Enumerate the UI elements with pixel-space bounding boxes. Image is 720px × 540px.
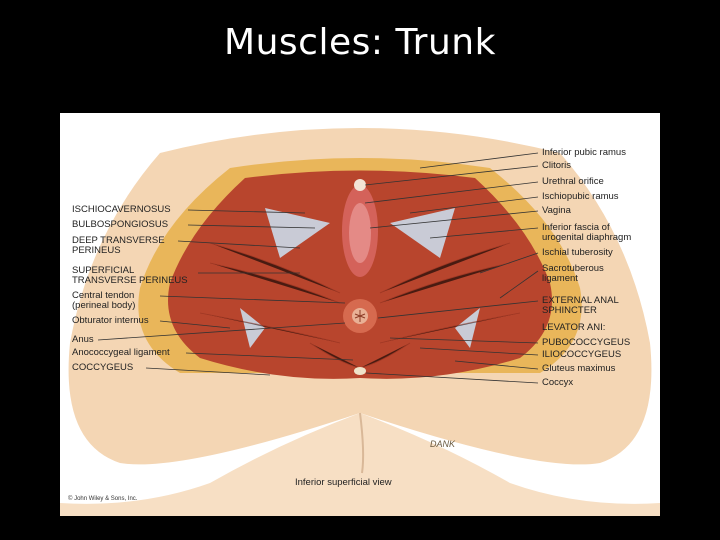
label-external-anal-sphincter: EXTERNAL ANAL SPHINCTER — [542, 295, 619, 316]
label-inferior-pubic-ramus: Inferior pubic ramus — [542, 147, 626, 158]
label-bulbospongiosus: BULBOSPONGIOSUS — [72, 219, 169, 230]
label-ischiopubic-ramus: Ischiopubic ramus — [542, 191, 619, 202]
label-clitoris: Clitoris — [542, 160, 572, 171]
illustrator-signature: DANK — [430, 439, 456, 449]
label-anococcygeal-ligament: Anococcygeal ligament — [72, 347, 170, 358]
label-iliococcygeus: ILIOCOCCYGEUS — [542, 349, 622, 360]
label-anus: Anus — [72, 334, 94, 345]
anatomy-figure: ISCHIOCAVERNOSUS BULBOSPONGIOSUS DEEP TR… — [60, 113, 660, 516]
label-coccygeus: COCCYGEUS — [72, 362, 134, 373]
label-sacrotuberous-ligament: Sacrotuberous ligament — [542, 263, 604, 284]
label-deep-transverse-perineus: DEEP TRANSVERSE PERINEUS — [72, 235, 165, 256]
figure-caption: Inferior superficial view — [295, 477, 392, 488]
perineum-illustration — [60, 128, 660, 516]
label-ischial-tuberosity: Ischial tuberosity — [542, 247, 613, 258]
label-gluteus-maximus: Gluteus maximus — [542, 363, 616, 374]
label-urethral-orifice: Urethral orifice — [542, 176, 604, 187]
label-coccyx: Coccyx — [542, 377, 574, 388]
label-central-tendon: Central tendon (perineal body) — [72, 290, 136, 311]
label-superficial-transverse-perineus: SUPERFICIAL TRANSVERSE PERINEUS — [72, 265, 188, 286]
label-obturator-internus: Obturator internus — [72, 315, 149, 326]
slide-title: Muscles: Trunk — [224, 22, 496, 63]
label-ischiocavernosus: ISCHIOCAVERNOSUS — [72, 204, 171, 215]
label-levator-ani: LEVATOR ANI: — [542, 322, 606, 333]
label-pubococcygeus: PUBOCOCCYGEUS — [542, 337, 631, 348]
label-vagina: Vagina — [542, 205, 571, 216]
copyright-notice: © John Wiley & Sons, Inc. — [68, 496, 138, 502]
label-inferior-fascia: Inferior fascia of urogenital diaphragm — [542, 222, 632, 243]
